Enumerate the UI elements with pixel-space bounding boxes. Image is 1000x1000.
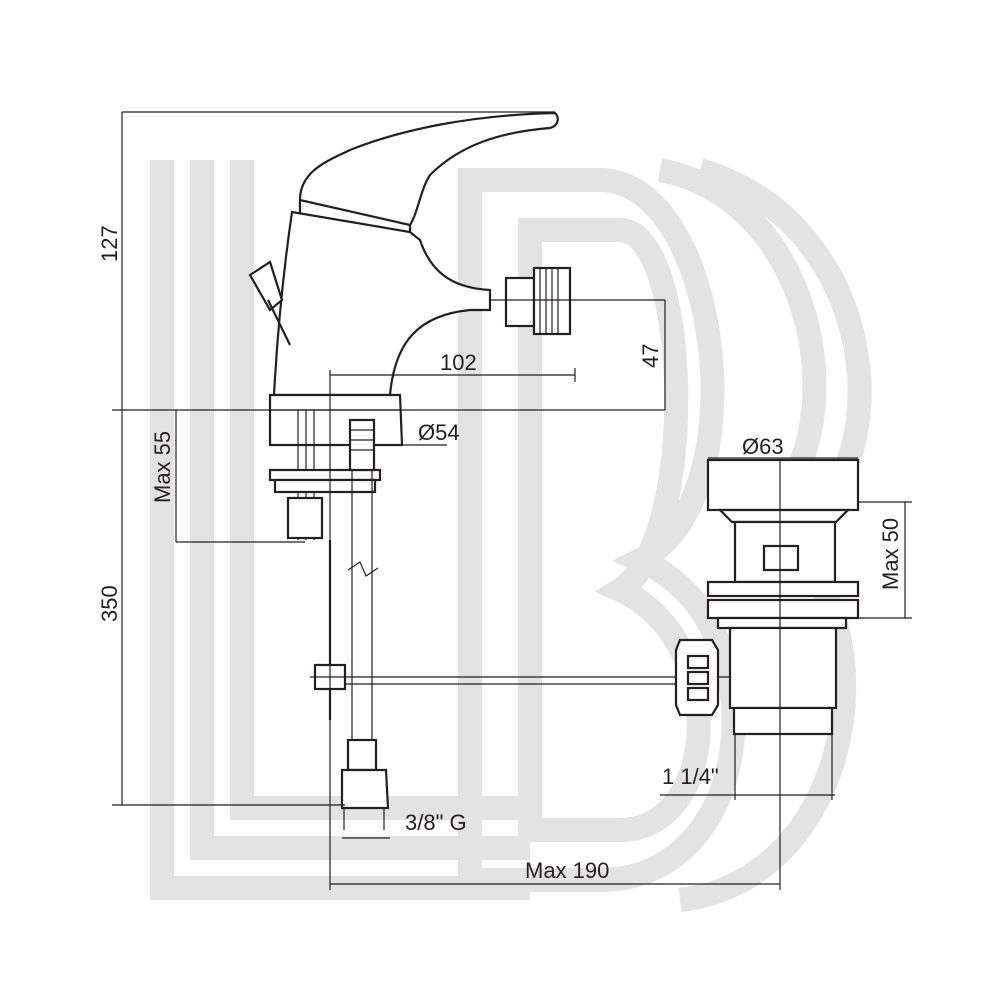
dim-102: 102 bbox=[440, 350, 477, 375]
mount-nut bbox=[286, 496, 324, 540]
dim-max-55: Max 55 bbox=[150, 431, 175, 503]
spout-nozzle bbox=[504, 276, 536, 328]
dim-max-50: Max 50 bbox=[878, 518, 903, 590]
mount-washer bbox=[268, 468, 382, 482]
dim-thread-1-1-4: 1 1/4" bbox=[662, 764, 719, 789]
handle-lever bbox=[298, 111, 559, 230]
faucet-base bbox=[268, 393, 404, 447]
dim-max-190: Max 190 bbox=[525, 858, 609, 883]
dim-diameter-63: Ø63 bbox=[742, 434, 784, 459]
dimension-lines bbox=[112, 111, 912, 890]
waste-cap bbox=[706, 458, 860, 512]
faucet-body bbox=[272, 210, 492, 397]
waste-assembly bbox=[674, 458, 860, 736]
dimension-labels: 127 350 Max 55 102 47 Ø54 Ø63 Max 50 1 1… bbox=[97, 225, 903, 883]
dim-thread-3-8-g: 3/8" G bbox=[405, 810, 467, 835]
dim-diameter-54: Ø54 bbox=[418, 420, 460, 445]
faucet bbox=[248, 111, 800, 830]
supply-connector bbox=[340, 768, 390, 810]
dim-47: 47 bbox=[638, 344, 663, 368]
dim-350: 350 bbox=[97, 585, 122, 622]
dim-127: 127 bbox=[97, 225, 122, 262]
popup-knob bbox=[248, 260, 284, 312]
supply-hose bbox=[348, 418, 376, 472]
